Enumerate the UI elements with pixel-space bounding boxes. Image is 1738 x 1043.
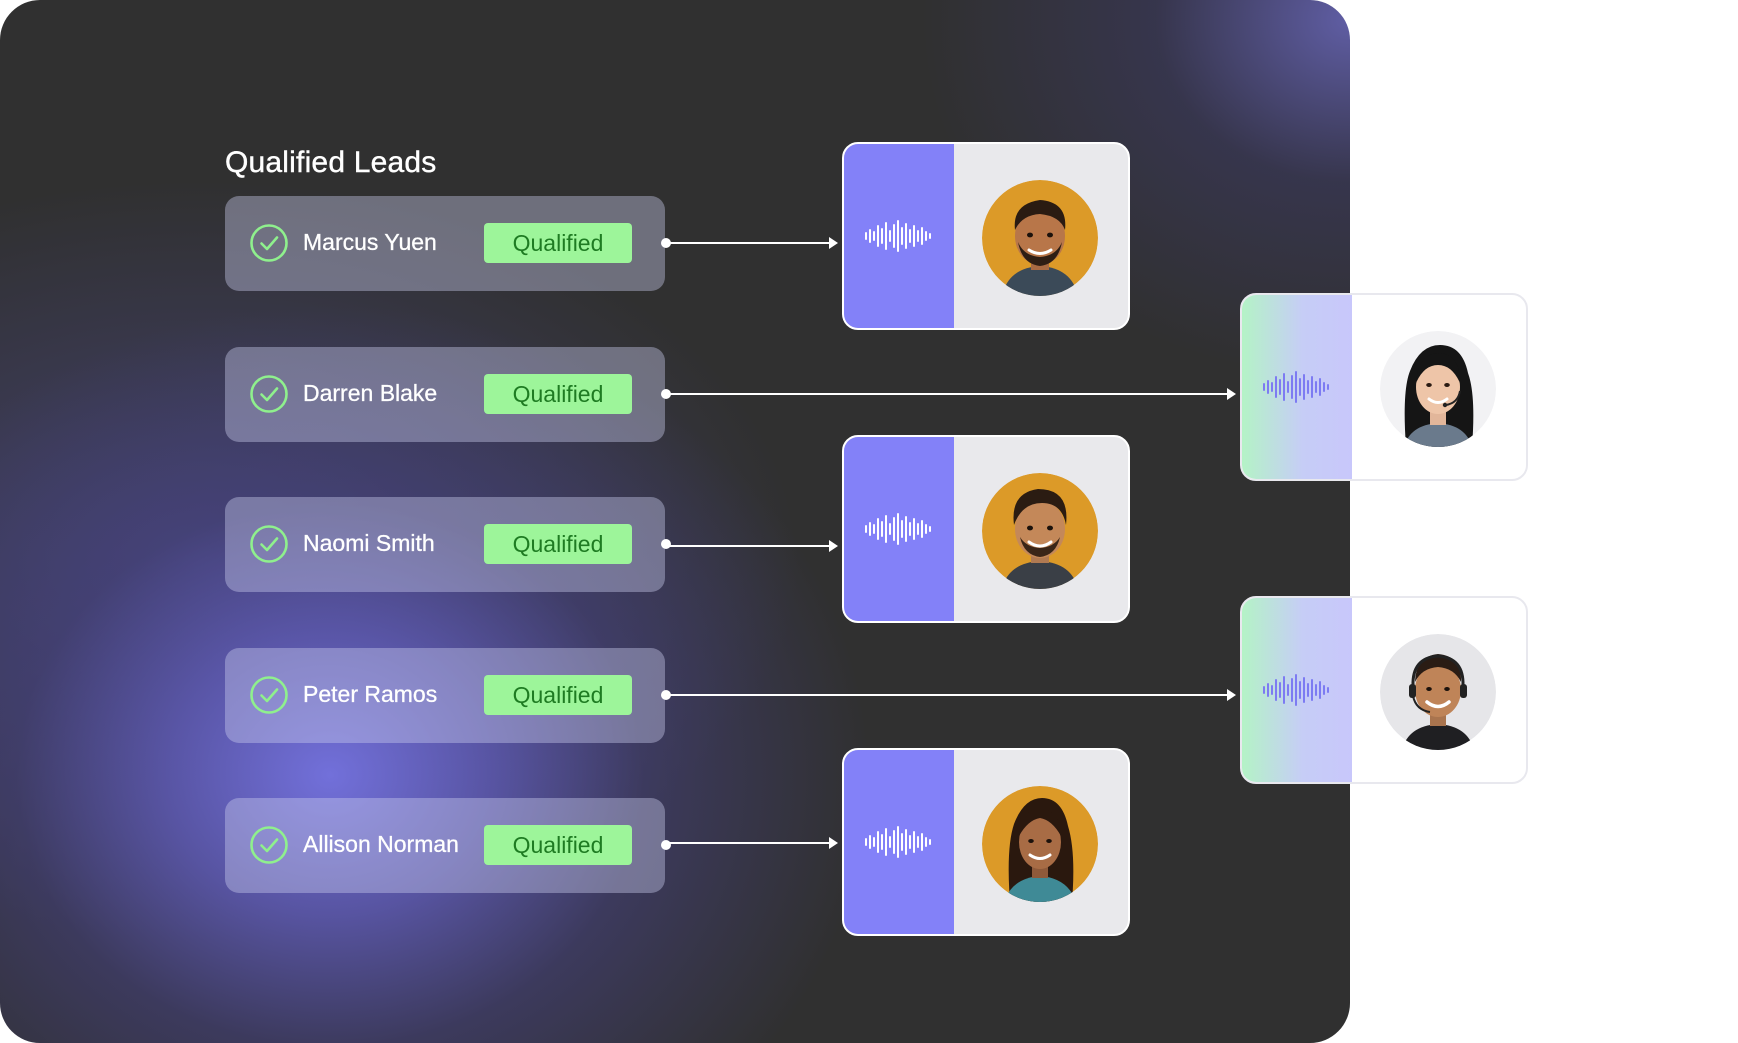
lead-card-darren-blake[interactable]: Darren Blake Qualified [225, 347, 665, 442]
connector-arrow [666, 694, 1234, 696]
lead-name: Naomi Smith [303, 530, 435, 557]
agent-avatar [1380, 331, 1496, 447]
waveform-strip [844, 144, 954, 328]
connector-dot [661, 539, 671, 549]
lead-card-marcus-yuen[interactable]: Marcus Yuen Qualified [225, 196, 665, 291]
waveform-icon [1262, 369, 1332, 405]
waveform-strip [1242, 598, 1352, 782]
agent-avatar [1380, 634, 1496, 750]
lead-name: Darren Blake [303, 380, 437, 407]
agent-card-4[interactable] [1240, 596, 1528, 784]
check-circle-icon [249, 825, 289, 865]
lead-name: Allison Norman [303, 831, 459, 858]
connector-arrow [666, 393, 1234, 395]
waveform-icon [1262, 672, 1332, 708]
status-badge: Qualified [484, 374, 632, 414]
qualified-leads-diagram: Qualified Leads Marcus Yuen Qualified Da… [0, 0, 1350, 1043]
waveform-icon [864, 824, 934, 860]
connector-arrow [666, 242, 836, 244]
agent-card-3[interactable] [842, 435, 1130, 623]
lead-card-allison-norman[interactable]: Allison Norman Qualified [225, 798, 665, 893]
section-title: Qualified Leads [225, 146, 436, 180]
agent-avatar [982, 180, 1098, 296]
waveform-strip [844, 437, 954, 621]
agent-avatar [982, 473, 1098, 589]
agent-card-1[interactable] [842, 142, 1130, 330]
status-badge: Qualified [484, 524, 632, 564]
status-badge: Qualified [484, 675, 632, 715]
connector-arrow [666, 545, 836, 547]
lead-card-peter-ramos[interactable]: Peter Ramos Qualified [225, 648, 665, 743]
check-circle-icon [249, 675, 289, 715]
waveform-strip [1242, 295, 1352, 479]
check-circle-icon [249, 223, 289, 263]
agent-card-5[interactable] [842, 748, 1130, 936]
check-circle-icon [249, 524, 289, 564]
waveform-icon [864, 511, 934, 547]
status-badge: Qualified [484, 825, 632, 865]
lead-card-naomi-smith[interactable]: Naomi Smith Qualified [225, 497, 665, 592]
lead-name: Peter Ramos [303, 681, 437, 708]
waveform-icon [864, 218, 934, 254]
check-circle-icon [249, 374, 289, 414]
status-badge: Qualified [484, 223, 632, 263]
lead-name: Marcus Yuen [303, 229, 437, 256]
agent-avatar [982, 786, 1098, 902]
agent-card-2[interactable] [1240, 293, 1528, 481]
connector-arrow [666, 842, 836, 844]
waveform-strip [844, 750, 954, 934]
